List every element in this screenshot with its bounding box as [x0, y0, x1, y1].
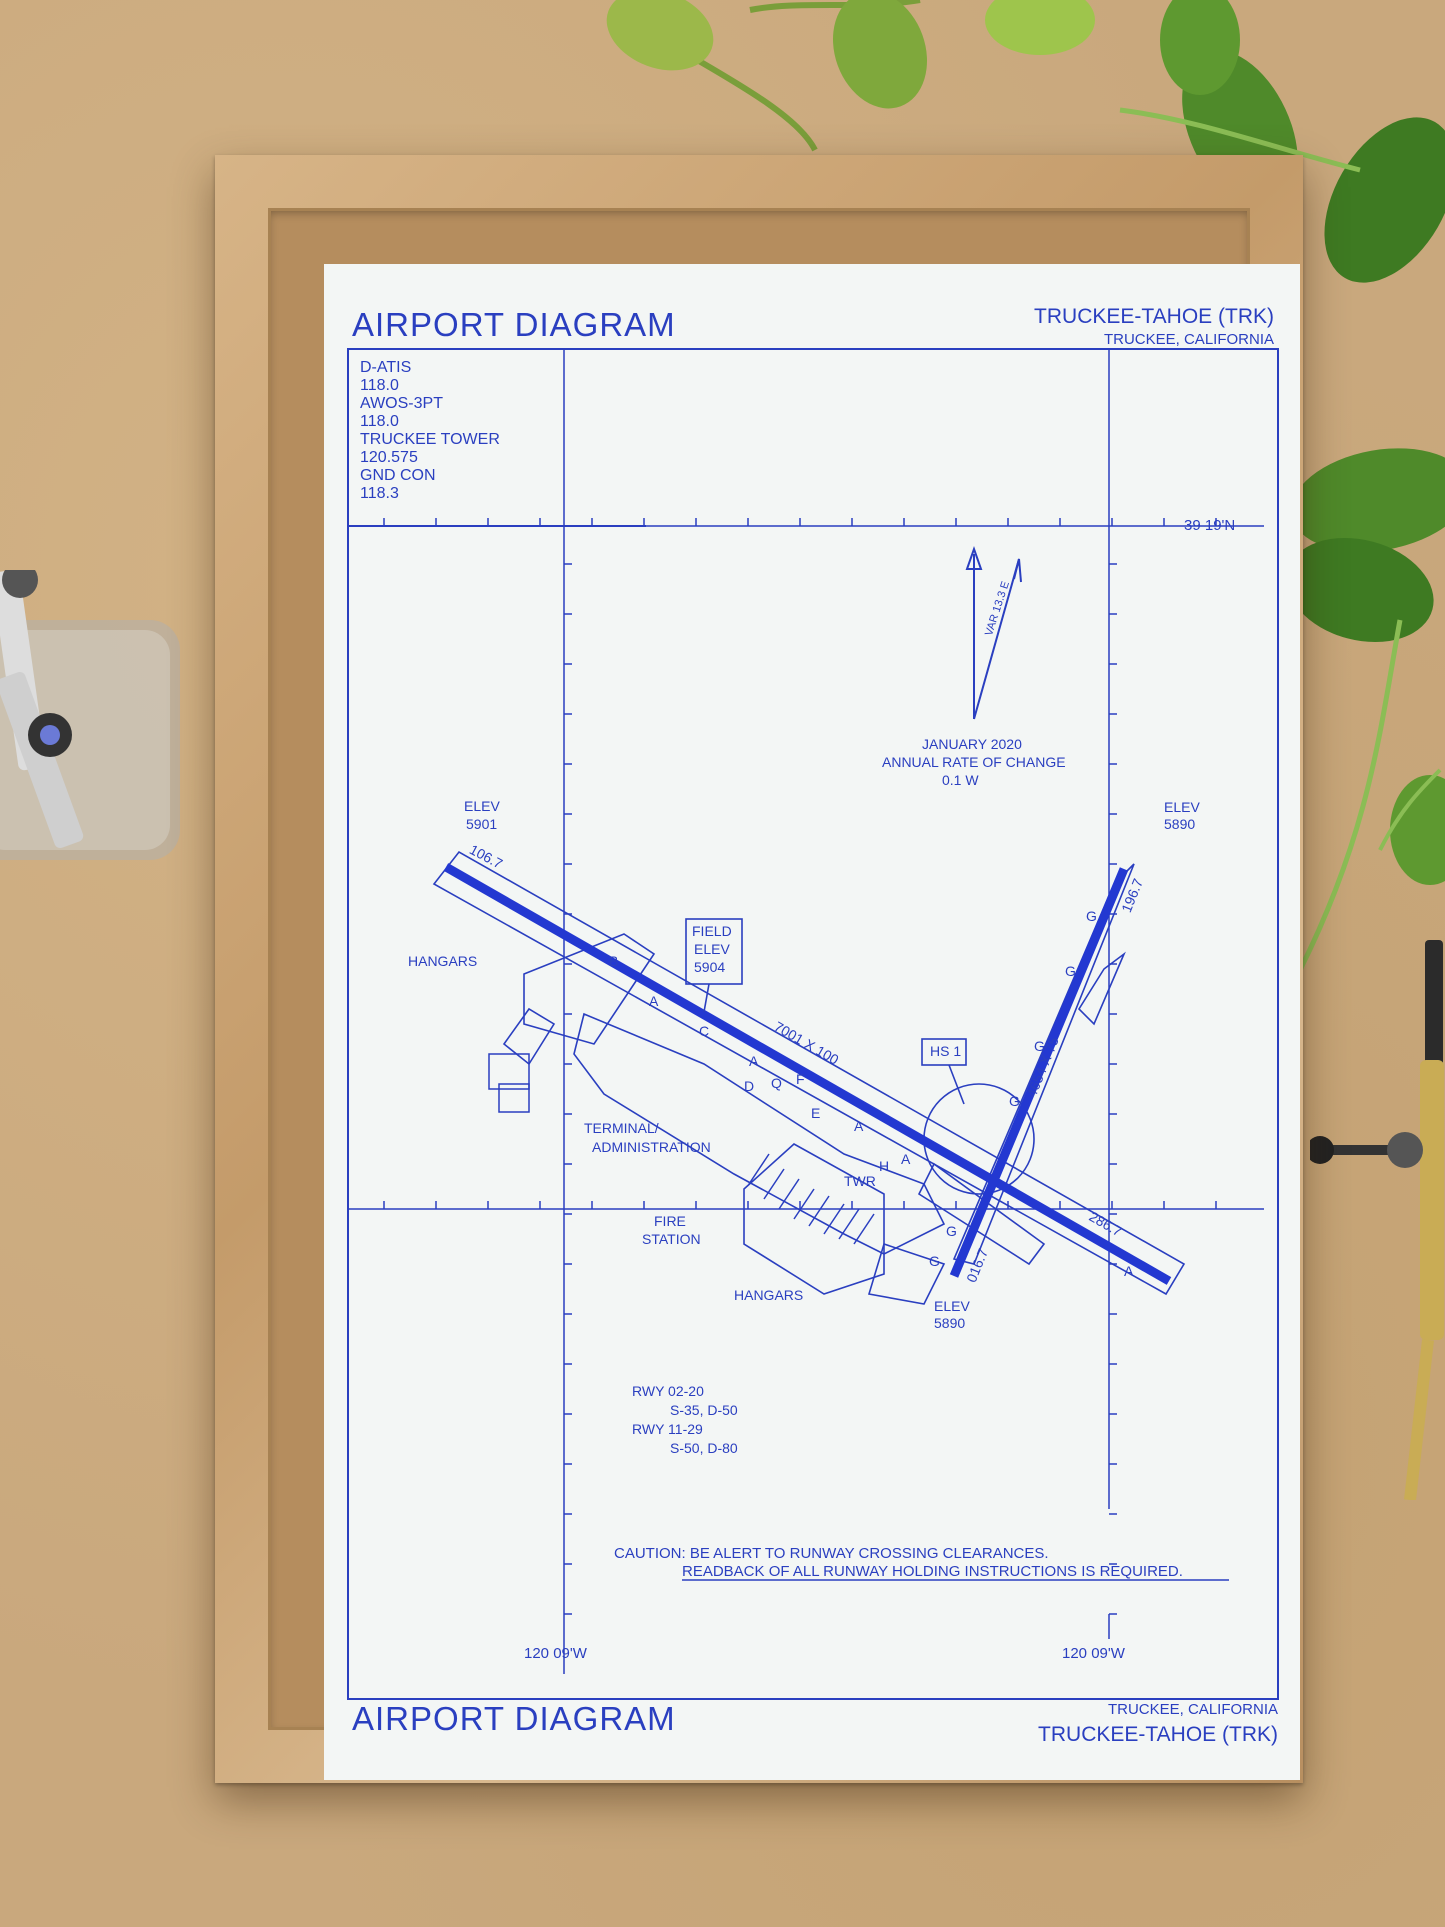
freq-line: AWOS-3PT [360, 395, 443, 412]
hot-spot-label: HS 1 [930, 1043, 962, 1059]
freq-line: 118.0 [360, 413, 399, 430]
field-elev-line2: ELEV [694, 941, 730, 957]
chart-title-bottom: AIRPORT DIAGRAM [352, 1700, 676, 1737]
magnetic-rate: 0.1 W [942, 772, 979, 788]
magnetic-date: JANUARY 2020 [922, 736, 1022, 752]
taxiway-letter: Q [771, 1075, 782, 1091]
taxiway-letter: B [609, 953, 619, 969]
rwy11-elev-label: ELEV [464, 798, 500, 814]
strength-line1: RWY 02-20 [632, 1383, 704, 1399]
freq-line: D-ATIS [360, 359, 412, 376]
longitude-label-right: 120 09'W [1062, 1645, 1125, 1662]
airport-name-top: TRUCKEE-TAHOE (TRK) [1034, 305, 1274, 328]
rwy02-elev: 5890 [934, 1315, 966, 1331]
picture-frame: AIRPORT DIAGRAM TRUCKEE-TAHOE (TRK) TRUC… [215, 155, 1303, 1783]
longitude-label-left: 120 09'W [524, 1645, 587, 1662]
magnetic-rate-label: ANNUAL RATE OF CHANGE [882, 754, 1066, 770]
runway-pavements [443, 863, 1172, 1285]
hot-spot-box [921, 1038, 967, 1066]
chart-paper: AIRPORT DIAGRAM TRUCKEE-TAHOE (TRK) TRUC… [324, 264, 1300, 1780]
taxiway-letter: A [649, 993, 659, 1009]
taxiway-letter: G [1009, 1093, 1020, 1109]
tower-label: TWR [844, 1173, 876, 1189]
chart-title-top: AIRPORT DIAGRAM [352, 306, 676, 343]
caution-line2: READBACK OF ALL RUNWAY HOLDING INSTRUCTI… [682, 1563, 1183, 1580]
graticule-ticks [383, 518, 1217, 1615]
caution-line1: CAUTION: BE ALERT TO RUNWAY CROSSING CLE… [614, 1545, 1049, 1562]
freq-line: 118.0 [360, 377, 399, 394]
fire-station-label-1: FIRE [654, 1213, 686, 1229]
pen-cup [0, 570, 180, 860]
strength-line4: S-50, D-80 [670, 1440, 738, 1456]
rwy20-elev: 5890 [1164, 816, 1196, 832]
taxiway-letter: H [879, 1158, 890, 1174]
freq-line: TRUCKEE TOWER [360, 431, 500, 448]
magnetic-north-arrows [965, 545, 1022, 720]
location-bottom: TRUCKEE, CALIFORNIA [1107, 1701, 1278, 1718]
taxiway-letter: D [744, 1078, 755, 1094]
taxiway-letter: G [1086, 908, 1097, 924]
taxiway-letter: G [946, 1223, 957, 1239]
hangars-label-2: HANGARS [734, 1287, 804, 1303]
terminal-label-2: ADMINISTRATION [592, 1139, 711, 1155]
fire-station-label-2: STATION [642, 1231, 701, 1247]
hangars-label-1: HANGARS [408, 953, 478, 969]
taxiway-letter: C [699, 1023, 710, 1039]
terminal-label-1: TERMINAL/ [584, 1120, 659, 1136]
strength-line3: RWY 11-29 [632, 1421, 703, 1437]
field-elev-line3: 5904 [694, 959, 726, 975]
rwy02-elev-label: ELEV [934, 1298, 970, 1314]
strength-line2: S-35, D-50 [670, 1402, 738, 1418]
freq-line: 120.575 [360, 449, 418, 466]
taxiway-letter: A [854, 1118, 864, 1134]
taxiway-letter: A [901, 1151, 911, 1167]
runway-02-20 [949, 867, 1129, 1278]
taxiway-letter: G [1034, 1038, 1045, 1054]
latitude-label: 39 19'N [1184, 517, 1236, 534]
frame-rabbet: AIRPORT DIAGRAM TRUCKEE-TAHOE (TRK) TRUC… [268, 208, 1300, 1780]
taxiway-letter: E [811, 1105, 821, 1121]
taxiway-letter: A [1124, 1263, 1134, 1279]
taxiway-letter: A [749, 1053, 759, 1069]
taxiway-letter: F [796, 1071, 805, 1087]
taxiway-letter: G [929, 1253, 940, 1269]
freq-line: GND CON [360, 467, 436, 484]
chart-border [347, 348, 1279, 1700]
airport-diagram-drawing [347, 348, 1279, 1700]
plant-leaves-right [1286, 448, 1445, 972]
field-elev-box [685, 918, 743, 985]
rwy20-elev-label: ELEV [1164, 799, 1200, 815]
location-top: TRUCKEE, CALIFORNIA [1103, 331, 1274, 348]
taxiway-letter: G [1065, 963, 1076, 979]
brass-caliper [1310, 940, 1444, 1500]
runway-11-29 [443, 863, 1172, 1285]
freq-line: 118.3 [360, 485, 399, 502]
airport-name-bottom: TRUCKEE-TAHOE (TRK) [1038, 1723, 1278, 1746]
rwy11-elev: 5901 [466, 816, 498, 832]
hangar-rows [488, 1053, 875, 1245]
field-elev-line1: FIELD [692, 923, 732, 939]
plant-leaves-top [606, 0, 1445, 283]
